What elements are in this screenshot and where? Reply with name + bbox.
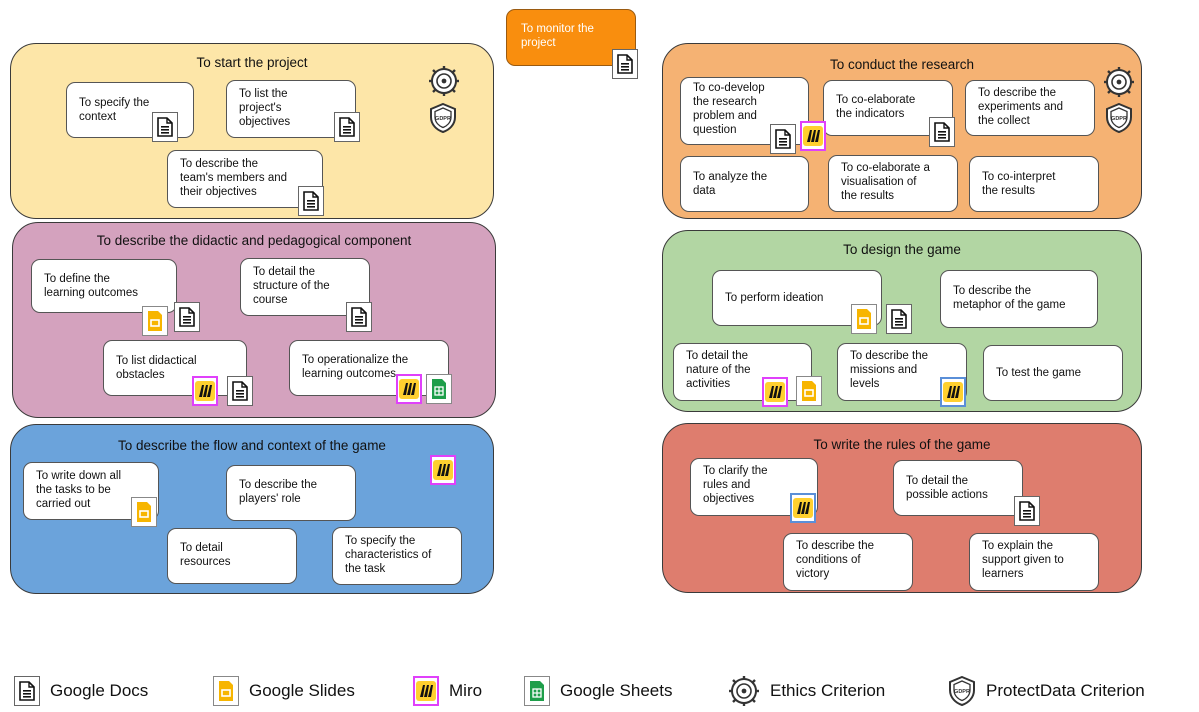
panel-title: To start the project	[196, 55, 308, 70]
miro-icon	[192, 376, 218, 406]
google-docs-icon	[886, 304, 912, 334]
miro-icon	[396, 374, 422, 404]
google-slides-icon	[131, 497, 157, 527]
google-docs-icon	[929, 117, 955, 147]
legend-label: Google Sheets	[560, 681, 673, 700]
google-docs-icon	[152, 112, 178, 142]
gdpr-shield-icon: GDPR	[948, 675, 976, 707]
miro-icon	[940, 377, 966, 407]
svg-text:GDPR: GDPR	[954, 689, 970, 695]
panel-title: To describe the flow and context of the …	[118, 438, 386, 453]
google-docs-icon	[1014, 496, 1040, 526]
miro-icon	[790, 493, 816, 523]
legend-label: ProtectData Criterion	[986, 681, 1145, 700]
legend-google-slides: Google Slides	[213, 676, 355, 706]
google-slides-icon	[851, 304, 877, 334]
ethics-criterion-icon	[1103, 66, 1135, 103]
google-docs-icon	[174, 302, 200, 332]
google-docs-icon	[298, 186, 324, 216]
legend-protectdata: GDPR ProtectData Criterion	[948, 675, 1145, 707]
google-docs-icon	[334, 112, 360, 142]
google-docs-icon	[227, 376, 253, 406]
ethics-criterion-icon	[428, 65, 460, 102]
google-docs-icon	[612, 49, 638, 79]
panel-title: To design the game	[843, 242, 961, 257]
miro-icon	[413, 676, 439, 706]
miro-icon	[800, 121, 826, 151]
panel-title: To describe the didactic and pedagogical…	[96, 233, 412, 248]
legend-google-sheets: Google Sheets	[524, 676, 672, 706]
google-sheets-icon	[426, 374, 452, 404]
legend-ethics: Ethics Criterion	[728, 676, 885, 706]
legend-google-docs: Google Docs	[14, 676, 148, 706]
ethics-criterion-icon	[728, 675, 760, 707]
svg-text:GDPR: GDPR	[435, 116, 451, 122]
card-test-game: To test the game	[983, 345, 1123, 401]
legend-label: Google Slides	[249, 681, 355, 700]
panel-title: To conduct the research	[829, 57, 975, 72]
google-docs-icon	[346, 302, 372, 332]
google-slides-icon	[142, 306, 168, 336]
google-slides-icon	[213, 676, 239, 706]
google-sheets-icon	[524, 676, 550, 706]
gdpr-shield-icon: GDPR	[1105, 102, 1133, 138]
google-docs-icon	[14, 676, 40, 706]
miro-icon	[762, 377, 788, 407]
google-docs-icon	[770, 124, 796, 154]
svg-text:GDPR: GDPR	[1111, 116, 1127, 122]
panel-title: To write the rules of the game	[813, 437, 991, 452]
legend-label: Google Docs	[50, 681, 149, 700]
legend-miro: Miro	[413, 676, 482, 706]
legend-label: Miro	[449, 681, 483, 700]
gdpr-shield-icon: GDPR	[429, 102, 457, 138]
miro-icon	[430, 455, 456, 485]
legend-label: Ethics Criterion	[770, 681, 886, 700]
google-slides-icon	[796, 376, 822, 406]
